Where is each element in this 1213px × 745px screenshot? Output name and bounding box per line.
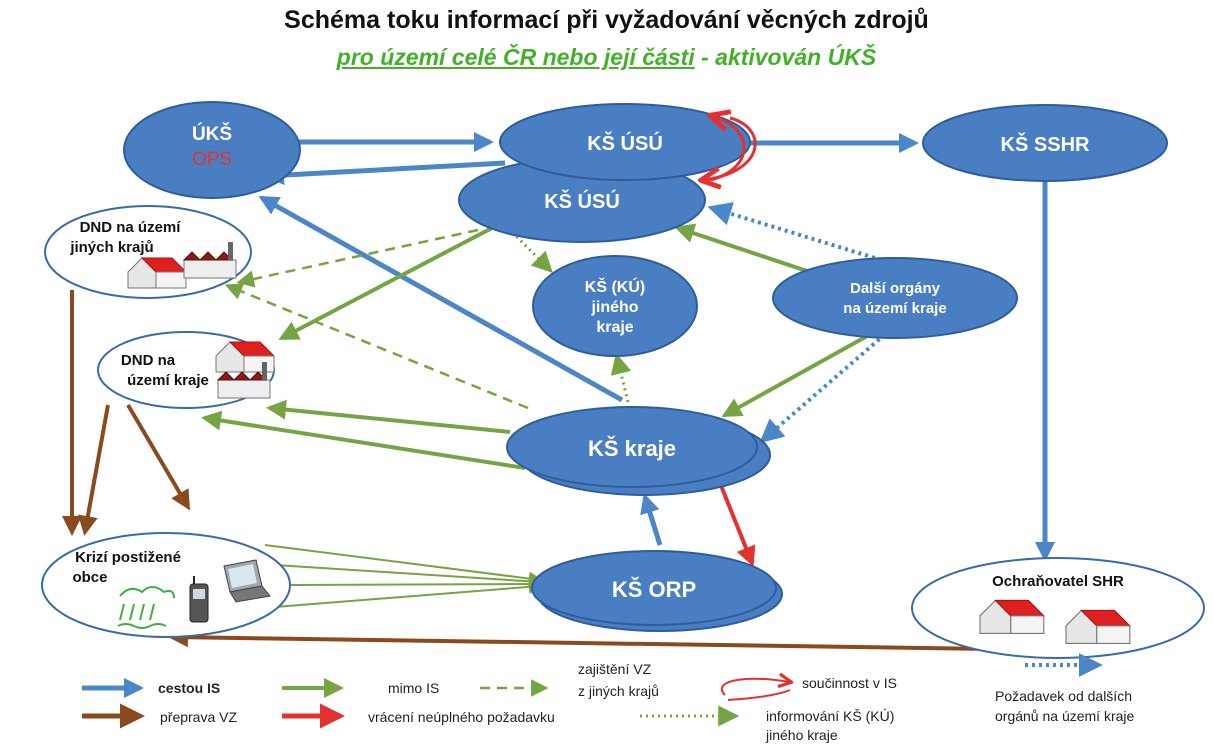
legend: cestou IS mimo IS zajištění VZ z jiných … bbox=[82, 653, 1135, 743]
subtitle-scope: pro území celé ČR nebo její části bbox=[336, 44, 695, 70]
arrow-crisis-to-orp-3 bbox=[289, 577, 543, 592]
legend-is: cestou IS bbox=[158, 680, 220, 696]
arrow-organs-to-kraje bbox=[759, 328, 892, 444]
node-ks-ku-label-3: kraje bbox=[596, 319, 633, 336]
node-ks-usu-bottom-label: KŠ ÚSÚ bbox=[544, 189, 620, 213]
node-protector-shr: Ochraňovatel SHR bbox=[911, 557, 1205, 659]
node-ks-orp-label: KŠ ORP bbox=[612, 577, 696, 602]
arrow-organs-to-usu-green bbox=[674, 223, 811, 274]
node-ks-ku-label-2: jiného bbox=[590, 299, 638, 316]
arrow-kraje-to-uks bbox=[258, 195, 624, 403]
phone-icon bbox=[189, 576, 209, 623]
node-uks: ÚKŠ OPS bbox=[123, 101, 301, 199]
arrow-crisis-to-orp-4 bbox=[274, 579, 543, 608]
subtitle-activation: - aktivován ÚKŠ bbox=[694, 44, 877, 70]
arrow-usu-inform-ku bbox=[506, 226, 553, 273]
arrow-kraje-to-dnd-region-1 bbox=[266, 399, 511, 434]
legend-transport: přeprava VZ bbox=[160, 709, 237, 725]
arrow-dnd-region-transport-2 bbox=[78, 404, 110, 536]
arrow-usu-to-dnd-region bbox=[278, 226, 493, 340]
node-dnd-region-label-1: DND na bbox=[121, 352, 176, 369]
arrow-protector-transport bbox=[168, 627, 1126, 653]
node-ks-ku-label-1: KŠ (KÚ) bbox=[585, 277, 645, 296]
legend-outside-is: mimo IS bbox=[388, 680, 439, 696]
arrow-kraje-to-dnd-region-2 bbox=[201, 410, 526, 470]
legend-return: vrácení neúplného požadavku bbox=[368, 709, 555, 725]
node-ks-ku: KŠ (KÚ) jiného kraje bbox=[532, 255, 698, 357]
node-crisis-label-2: obce bbox=[72, 569, 107, 586]
node-ks-kraje: KŠ kraje bbox=[506, 406, 771, 496]
page-title: Schéma toku informací při vyžadování věc… bbox=[284, 6, 929, 34]
arrow-organs-to-usu bbox=[707, 202, 889, 264]
flood-icon bbox=[117, 586, 175, 629]
node-ks-usu-top: KŠ ÚSÚ bbox=[499, 103, 751, 181]
node-uks-label: ÚKŠ bbox=[192, 123, 232, 145]
node-uks-ops-label: OPS bbox=[192, 149, 232, 170]
node-other-organs: Další orgány na území kraje bbox=[772, 257, 1018, 339]
node-other-organs-label-2: na území kraje bbox=[843, 300, 946, 317]
page-subtitle: pro území celé ČR nebo její části - akti… bbox=[0, 44, 1213, 71]
node-crisis-label-1: Krizí postižené bbox=[75, 549, 181, 566]
node-dnd-other-label-2: jiných krajů bbox=[69, 239, 153, 256]
node-ks-sshr-label: KŠ SSHR bbox=[1001, 132, 1090, 156]
arrow-kraje-return-orp bbox=[716, 477, 756, 567]
arrow-crisis-to-orp-2 bbox=[274, 564, 543, 589]
node-crisis-municipalities: Krizí postižené obce bbox=[41, 532, 291, 638]
node-dnd-other-regions: DND na území jiných krajů bbox=[44, 205, 252, 299]
legend-swatch-cooperation bbox=[720, 679, 790, 696]
arrow-usu-to-dnd-other bbox=[236, 228, 479, 288]
arrow-usu-cooperation-back bbox=[710, 116, 746, 182]
legend-other-regions-2: z jiných krajů bbox=[578, 683, 659, 699]
arrow-crisis-to-orp-1 bbox=[264, 544, 543, 586]
node-dnd-region: DND na území kraje bbox=[97, 331, 275, 409]
node-dnd-region-label-2: území kraje bbox=[127, 372, 209, 389]
node-ks-sshr: KŠ SSHR bbox=[922, 104, 1168, 182]
legend-inform-1: informování KŠ (KÚ) bbox=[766, 708, 894, 724]
legend-inform-2: jiného kraje bbox=[765, 727, 838, 743]
arrow-orp-to-kraje bbox=[640, 493, 663, 546]
node-protector-label: Ochraňovatel SHR bbox=[992, 573, 1124, 590]
arrow-organs-to-kraje-green bbox=[721, 328, 879, 417]
arrow-dnd-region-transport-1 bbox=[126, 403, 191, 511]
arrow-kraje-inform-ku bbox=[610, 352, 632, 403]
node-ks-usu-top-label: KŠ ÚSÚ bbox=[587, 131, 663, 155]
legend-request-2: orgánů na území kraje bbox=[995, 708, 1135, 724]
node-dnd-other-label-1: DND na území bbox=[80, 219, 182, 236]
arrow-kraje-to-dnd-other bbox=[224, 283, 529, 410]
arrow-usu-to-uks bbox=[264, 160, 506, 186]
legend-request-1: Požadavek od dalších bbox=[995, 688, 1132, 704]
legend-swatch-cooperation-tail bbox=[727, 689, 791, 701]
legend-other-regions-1: zajištění VZ bbox=[578, 661, 652, 677]
node-other-organs-label-1: Další orgány bbox=[850, 280, 941, 297]
laptop-icon bbox=[223, 559, 271, 603]
legend-cooperation: součinnost v IS bbox=[802, 675, 897, 691]
node-ks-kraje-label: KŠ kraje bbox=[588, 436, 676, 461]
node-ks-orp: KŠ ORP bbox=[531, 550, 783, 632]
